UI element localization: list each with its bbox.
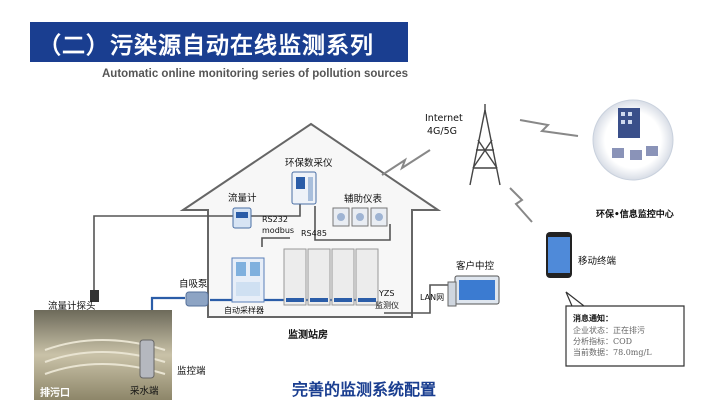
message-line-status: 企业状态：正在排污 [573,326,645,335]
bottom-caption: 完善的监测系统配置 [292,380,437,399]
center-buildings [612,108,658,160]
internet-label: Internet [425,113,463,124]
lan-label: LAN网 [420,293,445,302]
rs485-label: RS485 [301,229,327,238]
cables [93,202,455,314]
daq-label: 环保数采仪 [285,158,333,169]
analyzer-label: 监测仪 [375,301,399,310]
message-notice: 消息通知： 企业状态：正在排污 分析指标：COD 当前数据：78.0mg/L [563,306,687,368]
center-label: 环保•信息监控中心 [596,210,674,220]
message-title: 消息通知： [573,314,613,323]
cable-station-client [384,284,455,314]
wireless-links [381,119,579,223]
page-subtitle: Automatic online monitoring series of po… [102,68,409,80]
title-banner [30,22,408,62]
aux-meters [332,207,388,227]
cable-flowmeter-probe [93,215,238,290]
outlet-label: 排污口 [40,388,70,399]
message-bubble [565,291,685,367]
auxiliary-label: 辅助仪表 [344,194,383,205]
flow-meter-label: 流量计 [228,193,257,204]
message-line-value: 当前数据：78.0mg/L [573,348,652,357]
flow-probe-label: 流量计探头 [48,301,96,312]
cable-daq-aux [314,206,391,241]
client-label: 客户中控 [456,261,495,272]
mobile-label: 移动终端 [578,256,617,267]
monitoring-end-label: 监控端 [177,366,206,377]
message-line-indicator: 分析指标：COD [573,337,633,346]
rs232-label: RS232 [262,215,288,224]
yzs-label: YZS [379,289,395,298]
analyzer-cabinets [283,248,379,306]
page-title: （二）污染源自动在线监测系列 [38,33,374,59]
signal-tower [469,104,501,186]
sampling-end-label: 采水端 [130,386,159,397]
cable-cabinets [261,237,290,247]
modbus-label: modbus [262,226,295,235]
pump-label: 自吸泵 [179,279,208,290]
flow-probe-device [90,290,99,302]
network-label: 4G/5G [427,126,458,137]
station-label: 监测站房 [288,330,328,341]
pump-device [185,291,209,307]
center-circle [592,99,674,181]
sampler-label: 自动采样器 [224,306,264,315]
cable-flowmeter-daq [250,202,301,217]
